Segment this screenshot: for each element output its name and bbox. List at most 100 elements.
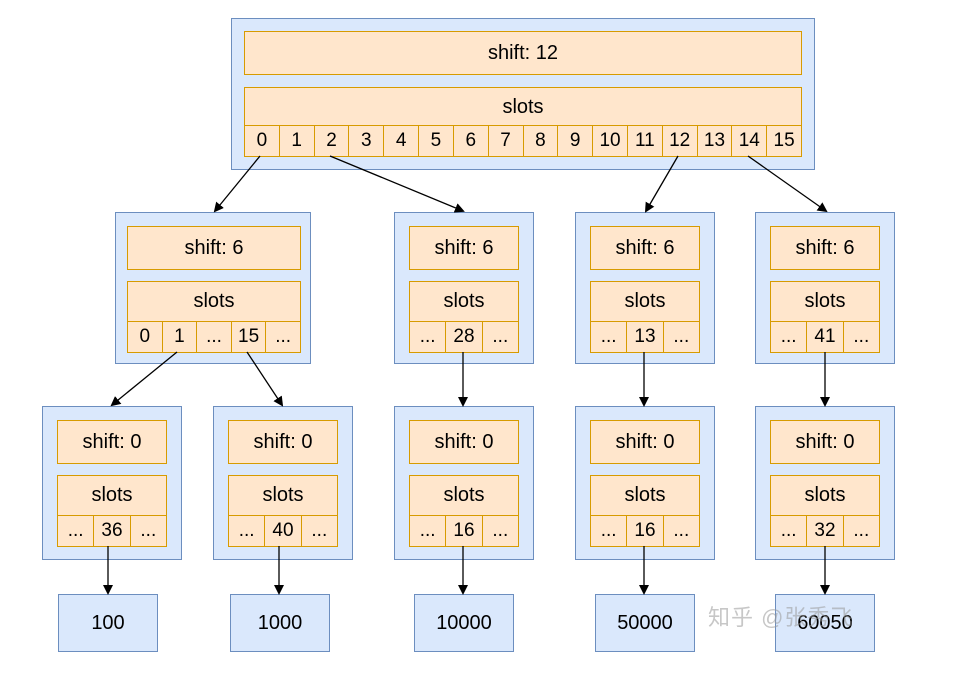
leaf-value-box: 100 (58, 594, 158, 652)
slot-cell: 8 (522, 126, 558, 156)
root-shift-box: shift: 12 (244, 31, 802, 75)
slot-cell: 10 (592, 126, 627, 156)
level1-slots: slots 0 1 ... 15 ... (127, 281, 301, 353)
level2-slot-cells: ... 16 ... (591, 515, 699, 546)
level2-slots: slots ... 32 ... (770, 475, 880, 547)
slot-cell: ... (265, 322, 300, 352)
level2-slots: slots ... 36 ... (57, 475, 167, 547)
slot-cell: ... (129, 516, 166, 546)
slot-cell: 28 (445, 322, 481, 352)
level1-slots-label: slots (624, 290, 666, 312)
slot-cell: 15 (230, 322, 266, 352)
level1-slot-cells: ... 41 ... (771, 321, 879, 352)
edge-arrow (246, 351, 284, 407)
level2-shift-box: shift: 0 (590, 420, 700, 464)
level2-node-c: shift: 0 slots ... 16 ... (394, 406, 534, 560)
slot-cell: 13 (696, 126, 732, 156)
slot-cell: ... (780, 326, 797, 347)
slot-cell: 32 (806, 516, 842, 546)
slot-cell: 15 (766, 126, 801, 156)
level2-shift-box: shift: 0 (409, 420, 519, 464)
level1-slots: slots ... 41 ... (770, 281, 880, 353)
slot-cell: 40 (264, 516, 300, 546)
level2-slots: slots ... 16 ... (409, 475, 519, 547)
level2-shift-box: shift: 0 (770, 420, 880, 464)
level1-node-b: shift: 6 slots ... 28 ... (394, 212, 534, 364)
root-slot-cells: 0 1 2 3 4 5 6 7 8 9 10 11 12 13 14 15 (245, 125, 801, 156)
slot-cell: 0 (139, 326, 151, 347)
level1-slots-label: slots (193, 290, 235, 312)
root-slots: slots 0 1 2 3 4 5 6 7 8 9 10 11 12 13 14… (244, 87, 802, 157)
slot-cell: ... (481, 516, 518, 546)
slot-cell: ... (600, 326, 617, 347)
slot-cell: 16 (626, 516, 662, 546)
level2-shift-label: shift: 0 (82, 430, 142, 453)
leaf-value: 50000 (617, 611, 673, 634)
level2-shift-label: shift: 0 (615, 430, 675, 453)
level2-shift-label: shift: 0 (434, 430, 494, 453)
level1-slots-label: slots (443, 290, 485, 312)
level1-shift-box: shift: 6 (127, 226, 301, 270)
edge-arrow (644, 155, 679, 213)
leaf-value-box: 10000 (414, 594, 514, 652)
slot-cell: 3 (348, 126, 383, 156)
level1-shift-box: shift: 6 (590, 226, 700, 270)
level2-slot-cells: ... 40 ... (229, 515, 337, 546)
slot-cell: ... (300, 516, 337, 546)
root-slots-label: slots (502, 96, 544, 118)
level1-shift-box: shift: 6 (409, 226, 519, 270)
slot-cell: ... (196, 322, 231, 352)
level1-shift-label: shift: 6 (615, 236, 675, 259)
level2-slot-cells: ... 16 ... (410, 515, 518, 546)
level1-shift-label: shift: 6 (434, 236, 494, 259)
slot-cell: 1 (161, 322, 197, 352)
leaf-value: 1000 (257, 611, 303, 634)
level1-slot-cells: ... 13 ... (591, 321, 699, 352)
level2-node-b: shift: 0 slots ... 40 ... (213, 406, 353, 560)
level1-slots: slots ... 28 ... (409, 281, 519, 353)
level1-slot-cells: 0 1 ... 15 ... (128, 321, 300, 352)
slot-cell: 12 (661, 126, 697, 156)
level2-slots-label: slots (443, 484, 485, 506)
slot-cell: 14 (731, 126, 766, 156)
slot-cell: 4 (383, 126, 418, 156)
level2-shift-label: shift: 0 (253, 430, 313, 453)
level2-shift-label: shift: 0 (795, 430, 855, 453)
level2-slot-cells: ... 36 ... (58, 515, 166, 546)
slot-cell: ... (481, 322, 518, 352)
level2-slots-label: slots (804, 484, 846, 506)
level1-slots: slots ... 13 ... (590, 281, 700, 353)
slot-cell: ... (662, 322, 699, 352)
leaf-value: 100 (91, 611, 125, 634)
leaf-value: 60050 (797, 611, 853, 634)
level2-node-a: shift: 0 slots ... 36 ... (42, 406, 182, 560)
level2-node-d: shift: 0 slots ... 16 ... (575, 406, 715, 560)
edge-arrow (747, 155, 828, 213)
level1-node-a: shift: 6 slots 0 1 ... 15 ... (115, 212, 311, 364)
level2-shift-box: shift: 0 (57, 420, 167, 464)
slot-cell: ... (419, 520, 436, 541)
slot-cell: ... (842, 322, 879, 352)
slot-cell: 36 (93, 516, 129, 546)
slot-cell: ... (419, 326, 436, 347)
slot-cell: 41 (806, 322, 842, 352)
leaf-value-box: 50000 (595, 594, 695, 652)
slot-cell: 11 (626, 126, 662, 156)
level1-shift-box: shift: 6 (770, 226, 880, 270)
level1-node-d: shift: 6 slots ... 41 ... (755, 212, 895, 364)
slot-cell: 1 (278, 126, 314, 156)
level1-shift-label: shift: 6 (184, 236, 244, 259)
slot-cell: 13 (626, 322, 662, 352)
slot-cell: 9 (557, 126, 592, 156)
level1-slots-label: slots (804, 290, 846, 312)
slot-cell: ... (842, 516, 879, 546)
level2-shift-box: shift: 0 (228, 420, 338, 464)
slot-cell: 2 (313, 126, 349, 156)
level2-node-e: shift: 0 slots ... 32 ... (755, 406, 895, 560)
level2-slots-label: slots (624, 484, 666, 506)
slot-cell: 7 (487, 126, 523, 156)
edge-arrow (329, 155, 465, 213)
slot-cell: 16 (445, 516, 481, 546)
leaf-value-box: 1000 (230, 594, 330, 652)
